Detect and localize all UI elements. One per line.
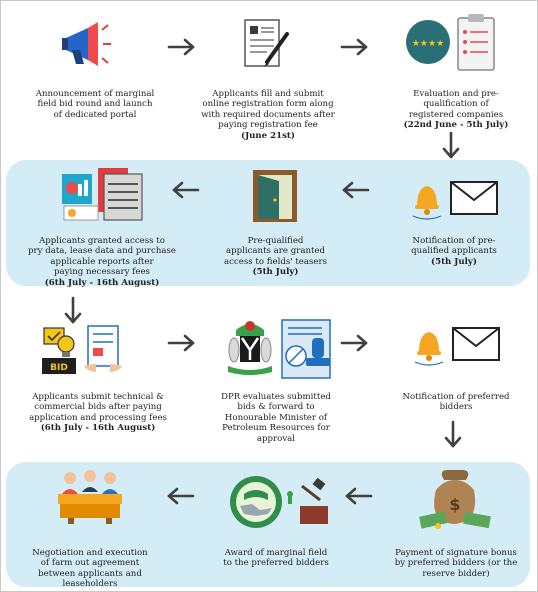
- step-3-caption: Evaluation and pre- qualification of reg…: [403, 88, 509, 131]
- coat-of-arms-stamp-icon: [228, 319, 331, 379]
- data-reports-icon: [62, 168, 143, 221]
- arrow-down-icon: [444, 420, 462, 448]
- svg-text:BID: BID: [50, 363, 68, 373]
- step-1-caption: Announcement of marginal field bid round…: [35, 88, 155, 120]
- arrow-right-icon: [340, 38, 368, 56]
- step-11-caption: Award of marginal field to the preferred…: [223, 547, 329, 569]
- megaphone-icon: [62, 22, 111, 66]
- money-bag-icon: $: [419, 470, 491, 529]
- arrow-left-icon: [167, 487, 195, 505]
- arrow-down-icon: [442, 131, 460, 159]
- arrow-right-icon: [340, 334, 368, 352]
- handshake-gavel-icon: [230, 476, 328, 528]
- svg-text:★★★★: ★★★★: [412, 39, 444, 49]
- step-2-caption: Applicants fill and submit online regist…: [201, 88, 335, 141]
- bell-envelope-icon: [412, 181, 498, 220]
- step-12-caption: Negotiation and execution of farm out ag…: [32, 547, 148, 590]
- step-6-caption: Applicants granted access to pry data, l…: [28, 235, 176, 288]
- step-8-caption: DPR evaluates submitted bids & forward t…: [221, 391, 331, 444]
- form-pen-icon: [244, 19, 289, 67]
- step-4-caption: Notification of pre- qualified applicant…: [411, 235, 497, 267]
- arrow-left-icon: [172, 181, 200, 199]
- rating-checklist-icon: ★★★★: [406, 14, 495, 71]
- arrow-right-icon: [167, 334, 195, 352]
- step-10-caption: Payment of signature bonus by preferred …: [394, 547, 518, 579]
- arrow-right-icon: [167, 38, 195, 56]
- arrow-left-icon: [342, 181, 370, 199]
- arrow-left-icon: [345, 487, 373, 505]
- step-7-caption: Applicants submit technical & commercial…: [29, 391, 167, 434]
- svg-text:$: $: [449, 495, 460, 514]
- step-9-caption: Notification of preferred bidders: [402, 391, 510, 413]
- step-5-caption: Pre-qualified applicants are granted acc…: [224, 235, 327, 278]
- bell-envelope-icon: [414, 327, 500, 366]
- open-door-icon: [253, 170, 297, 222]
- arrow-down-icon: [64, 296, 82, 324]
- bid-submission-icon: BID: [42, 325, 122, 374]
- meeting-table-icon: [58, 470, 122, 524]
